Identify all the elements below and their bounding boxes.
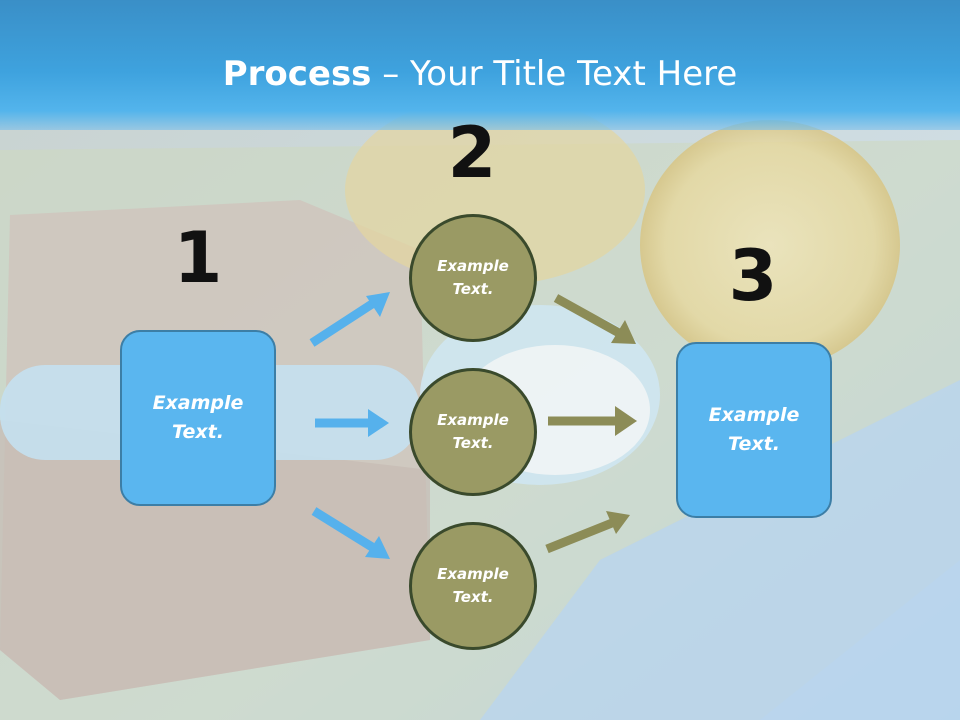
title-bold: Process: [222, 54, 372, 94]
step-number-1: 1: [173, 217, 223, 299]
step-2-circle-top-label: Example Text.: [437, 257, 509, 298]
title-rest: – Your Title Text Here: [371, 54, 738, 94]
step-number-3: 3: [728, 235, 778, 317]
step-3-box[interactable]: Example Text.: [676, 342, 832, 518]
step-1-label: Example Text.: [152, 392, 244, 443]
step-2-circle-bottom[interactable]: Example Text.: [409, 522, 537, 650]
step-2-circle-middle[interactable]: Example Text.: [409, 368, 537, 496]
slide-title: Process – Your Title Text Here: [0, 52, 960, 96]
step-2-circle-middle-label: Example Text.: [437, 411, 509, 452]
step-3-label: Example Text.: [708, 404, 800, 455]
step-number-2: 2: [447, 112, 497, 194]
title-bar: [0, 0, 960, 130]
step-1-box[interactable]: Example Text.: [120, 330, 276, 506]
step-2-circle-top[interactable]: Example Text.: [409, 214, 537, 342]
step-2-circle-bottom-label: Example Text.: [437, 565, 509, 606]
